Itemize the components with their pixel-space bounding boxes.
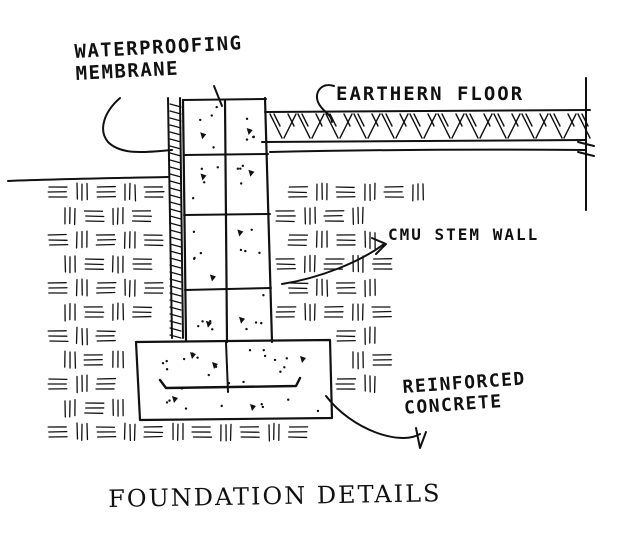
cmu-stem-wall-label: CMU STEM WALL bbox=[388, 225, 540, 244]
reinforced-concrete-label: REINFORCED CONCRETE bbox=[401, 368, 527, 419]
earthen-floor-slab bbox=[261, 77, 595, 211]
waterproofing-leader bbox=[102, 97, 173, 154]
concrete-leader-tip bbox=[415, 427, 427, 449]
waterproofing-membrane bbox=[167, 97, 184, 339]
concrete-leader bbox=[325, 395, 421, 439]
grade-line bbox=[7, 176, 169, 182]
concrete-footing bbox=[134, 338, 334, 422]
waterproofing-leader-tip bbox=[213, 85, 223, 107]
drawing-title: FOUNDATION DETAILS bbox=[107, 479, 442, 513]
soil-hatch bbox=[47, 182, 424, 442]
cmu-stem-wall bbox=[181, 96, 274, 344]
cmu-wall-leader-tip bbox=[371, 237, 387, 255]
earthen-floor-leader bbox=[316, 84, 335, 123]
earthen-floor-label: EARTHERN FLOOR bbox=[336, 83, 525, 105]
cmu-wall-leader bbox=[281, 243, 385, 285]
waterproofing-membrane-label: WATERPROOFING MEMBRANE bbox=[73, 32, 244, 85]
